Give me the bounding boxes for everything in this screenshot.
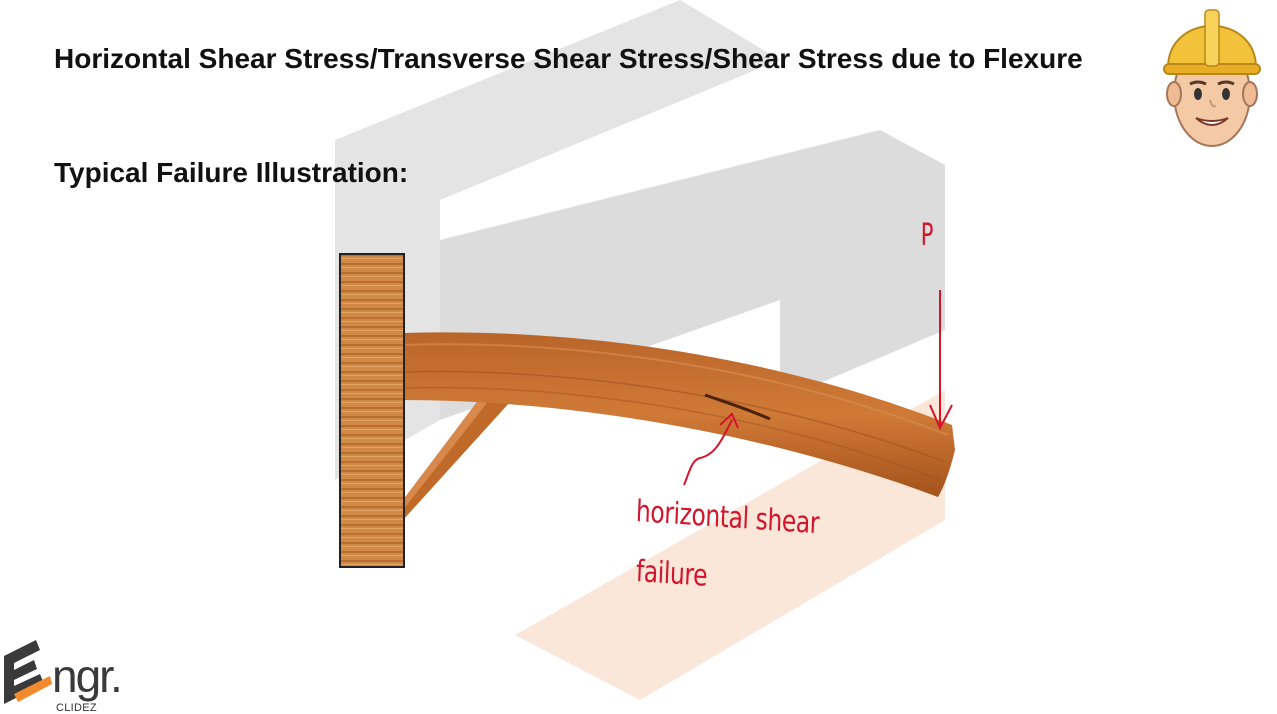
engineer-mascot-icon — [1163, 9, 1261, 147]
load-arrow — [929, 290, 953, 431]
section-subtitle: Typical Failure Illustration: — [54, 157, 409, 188]
diagonal-brace — [403, 398, 510, 520]
svg-text:ngr.: ngr. — [52, 650, 121, 702]
wall-support — [339, 253, 405, 568]
logo-subtext: CLIDEZ — [56, 702, 97, 714]
engr-logo: ngr. — [4, 640, 123, 704]
slide-title: Horizontal Shear Stress/Transverse Shear… — [54, 43, 1083, 74]
curved-beam — [402, 332, 955, 497]
beam-illustration — [339, 253, 955, 568]
annotation-line-2: failure — [635, 554, 708, 594]
load-label-p: P — [920, 218, 934, 253]
annotation-arrow — [683, 412, 739, 486]
shear-crack — [704, 393, 771, 421]
